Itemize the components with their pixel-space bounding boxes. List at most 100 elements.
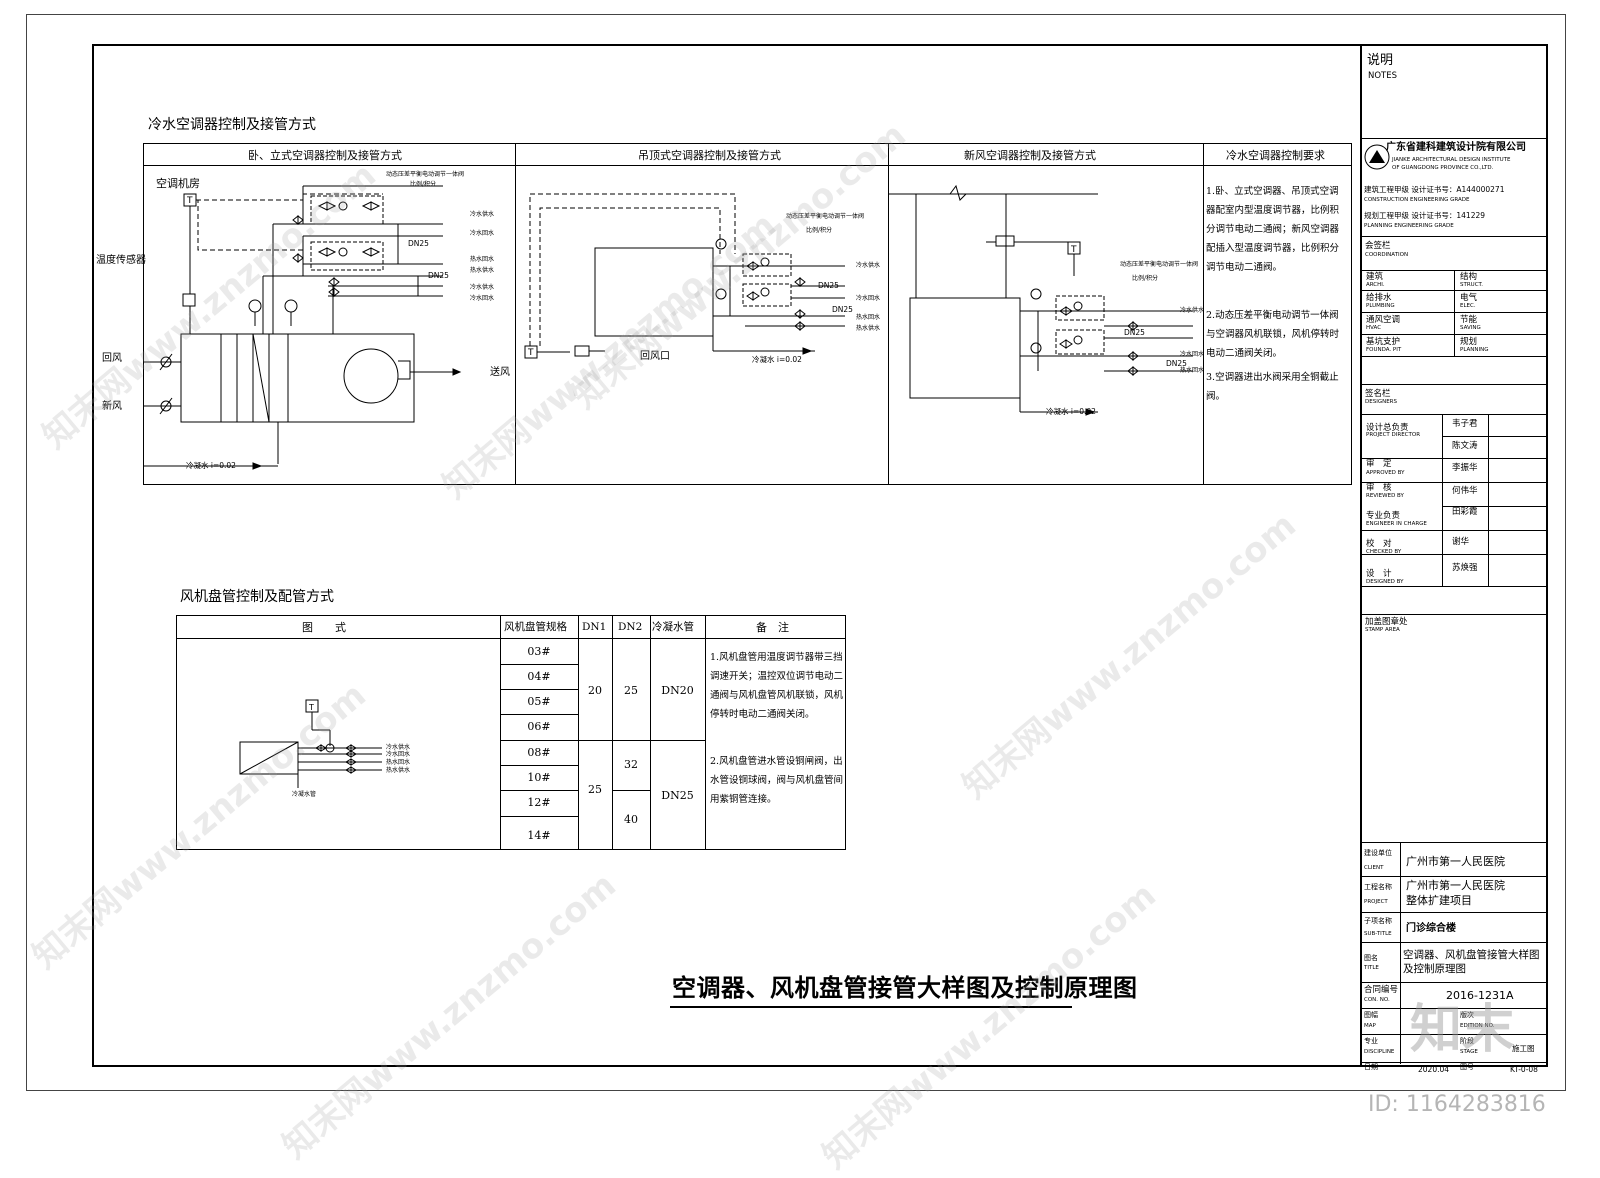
fcu-header-dn1: DN1 — [582, 621, 607, 633]
ahu-table — [143, 143, 1352, 485]
subtitle-label: 子项名称 — [1364, 917, 1392, 925]
role-approved: 审 定 — [1366, 459, 1392, 469]
label-fresh-air: 新风 — [102, 401, 122, 412]
ahu-col1-header: 卧、立式空调器控制及接管方式 — [248, 149, 402, 162]
label-supply-air: 送风 — [490, 367, 510, 378]
ahu-col2-header: 吊顶式空调器控制及接管方式 — [638, 149, 781, 162]
role-checked: 校 对 — [1366, 539, 1392, 549]
designers-label: 签名栏 — [1365, 389, 1391, 399]
T-symbol: T — [186, 196, 193, 206]
fcu-dn2: 40 — [624, 813, 638, 826]
control-req-3: 3.空调器进出水阀采用全铜截止阀。 — [1206, 372, 1339, 402]
label-machine-room: 空调机房 — [156, 177, 200, 190]
fcu-cond: DN25 — [661, 789, 694, 802]
fcu-table — [176, 615, 846, 850]
label-dn25-3a: DN25 — [1124, 328, 1145, 337]
fcu-model: 03# — [527, 645, 551, 658]
name-engineer: 田彩霞 — [1452, 507, 1478, 517]
coord-struct: 结构 — [1460, 272, 1478, 282]
svg-text:T: T — [308, 703, 314, 712]
pipe-label-2b: 冷水回水 — [856, 295, 881, 302]
edition-label: 版次 — [1460, 1011, 1474, 1019]
watermark-logo: 知末 — [1410, 1000, 1515, 1060]
date-label: 日期 — [1364, 1063, 1378, 1071]
role-director: 设计总负责 — [1366, 423, 1409, 433]
ahu-diagram-1: T — [143, 185, 462, 470]
fcu-note-2: 2.风机盘管进水管设铜闸阀，出水管设铜球阀，阀与风机盘管间用紫铜管连接。 — [710, 756, 844, 805]
fcu-header-model: 风机盘管规格 — [504, 621, 567, 633]
fcu-dn1: 25 — [588, 783, 602, 796]
fcu-model: 12# — [527, 796, 551, 809]
pipe-label-2a: 冷水供水 — [856, 262, 881, 269]
name-approved: 李振华 — [1452, 463, 1478, 473]
coord-plumbing: 给排水 — [1366, 293, 1392, 303]
coord-elec: 电气 — [1460, 293, 1478, 303]
coord-saving: 节能 — [1460, 315, 1478, 325]
label-dn25-2b: DN25 — [832, 305, 853, 314]
ahu-col4-header: 冷水空调器控制要求 — [1226, 149, 1325, 162]
date-value: 2020.04 — [1418, 1065, 1450, 1074]
coord-planning: 规划 — [1460, 337, 1478, 347]
fcu-cond: DN20 — [661, 684, 694, 697]
role-reviewed: 审 核 — [1366, 483, 1392, 493]
company-name-en2: OF GUANGDONG PROVINCE CO.,LTD. — [1392, 165, 1494, 171]
control-req-1: 1.卧、立式空调器、吊顶式空调器配室内型温度调节器，比例积分调节电动二通阀；新风… — [1206, 186, 1340, 273]
fcu-dn1: 20 — [588, 684, 602, 697]
section-ahu-title: 冷水空调器控制及接管方式 — [148, 117, 316, 133]
pipe-label-1f: 冷水回水 — [470, 295, 495, 302]
svg-text:T: T — [1070, 245, 1077, 255]
fcu-pipe-label: 冷水供水 — [386, 744, 411, 751]
ahu-col3-header: 新风空调器控制及接管方式 — [964, 149, 1096, 162]
coord-pit: 基坑支护 — [1366, 337, 1401, 347]
client-label: 建设单位 — [1364, 849, 1392, 857]
label-ratio-1: 比例/积分 — [410, 181, 437, 188]
svg-text:T: T — [527, 348, 534, 358]
coord-archi: 建筑 — [1366, 272, 1384, 282]
fcu-header-diagram: 图 式 — [302, 621, 346, 634]
dwg-label: 图号 — [1460, 1063, 1474, 1071]
fcu-header-notes: 备 注 — [756, 621, 789, 634]
fcu-cond-label: 冷凝水管 — [292, 791, 317, 798]
company-logo — [1364, 144, 1390, 170]
fcu-pipe-label: 热水回水 — [386, 759, 411, 766]
con-label: 合同编号 — [1364, 985, 1399, 995]
company-name-cn: 广东省建科建筑设计院有限公司 — [1386, 142, 1526, 153]
fcu-header-dn2: DN2 — [618, 621, 643, 633]
fcu-model: 06# — [527, 720, 551, 733]
pipe-label-2d: 热水供水 — [856, 325, 881, 332]
label-valve-3: 动态压差平衡电动调节一体阀 — [1120, 261, 1199, 268]
label-cond-3: 冷凝水 i=0.02 — [1046, 407, 1096, 416]
fcu-pipe-label: 热水供水 — [386, 767, 411, 774]
fcu-model: 04# — [527, 670, 551, 683]
discipline-label: 专业 — [1364, 1037, 1378, 1045]
con-value: 2016-1231A — [1446, 989, 1514, 1002]
cert-planning: 规划工程甲级 设计证书号：141229 — [1364, 211, 1486, 220]
title-value-2: 及控制原理图 — [1403, 963, 1466, 975]
notes-title-en: NOTES — [1368, 71, 1398, 81]
cert-construction: 建筑工程甲级 设计证书号：A144000271 — [1364, 185, 1505, 194]
control-req-2: 2.动态压差平衡电动调节一体阀与空调器风机联锁，风机停转时电动二通阀关闭。 — [1206, 310, 1340, 359]
dwg-value: KT-0-08 — [1510, 1065, 1538, 1074]
label-return-air: 回风 — [102, 353, 122, 364]
pipe-label-1a: 冷水供水 — [470, 211, 495, 218]
stage-label: 阶段 — [1460, 1037, 1474, 1045]
subtitle-value: 门诊综合楼 — [1406, 923, 1456, 934]
pipe-label-3c: 热水回水 — [1180, 367, 1205, 374]
project-value-1: 广州市第一人民医院 — [1406, 879, 1505, 892]
pipe-label-3a: 冷水供水 — [1180, 307, 1205, 314]
label-temp-sensor: 温度传感器 — [96, 255, 146, 266]
stamp-area-label: 加盖图章处 — [1365, 617, 1408, 627]
fcu-model: 05# — [527, 695, 551, 708]
name-director-2: 陈文涛 — [1452, 441, 1478, 451]
project-label: 工程名称 — [1364, 883, 1392, 891]
fcu-diagram: T — [239, 699, 382, 788]
fcu-model: 08# — [527, 746, 551, 759]
label-dn25-2a: DN25 — [818, 281, 839, 290]
name-checked: 谢华 — [1452, 537, 1470, 547]
fcu-model: 10# — [527, 771, 551, 784]
stage-value: 施工图 — [1512, 1044, 1535, 1053]
label-dn25-3b: DN25 — [1166, 359, 1187, 368]
label-cond-2: 冷凝水 i=0.02 — [752, 355, 802, 364]
label-return-inlet: 回风口 — [640, 351, 670, 362]
role-designed: 设 计 — [1366, 569, 1392, 579]
